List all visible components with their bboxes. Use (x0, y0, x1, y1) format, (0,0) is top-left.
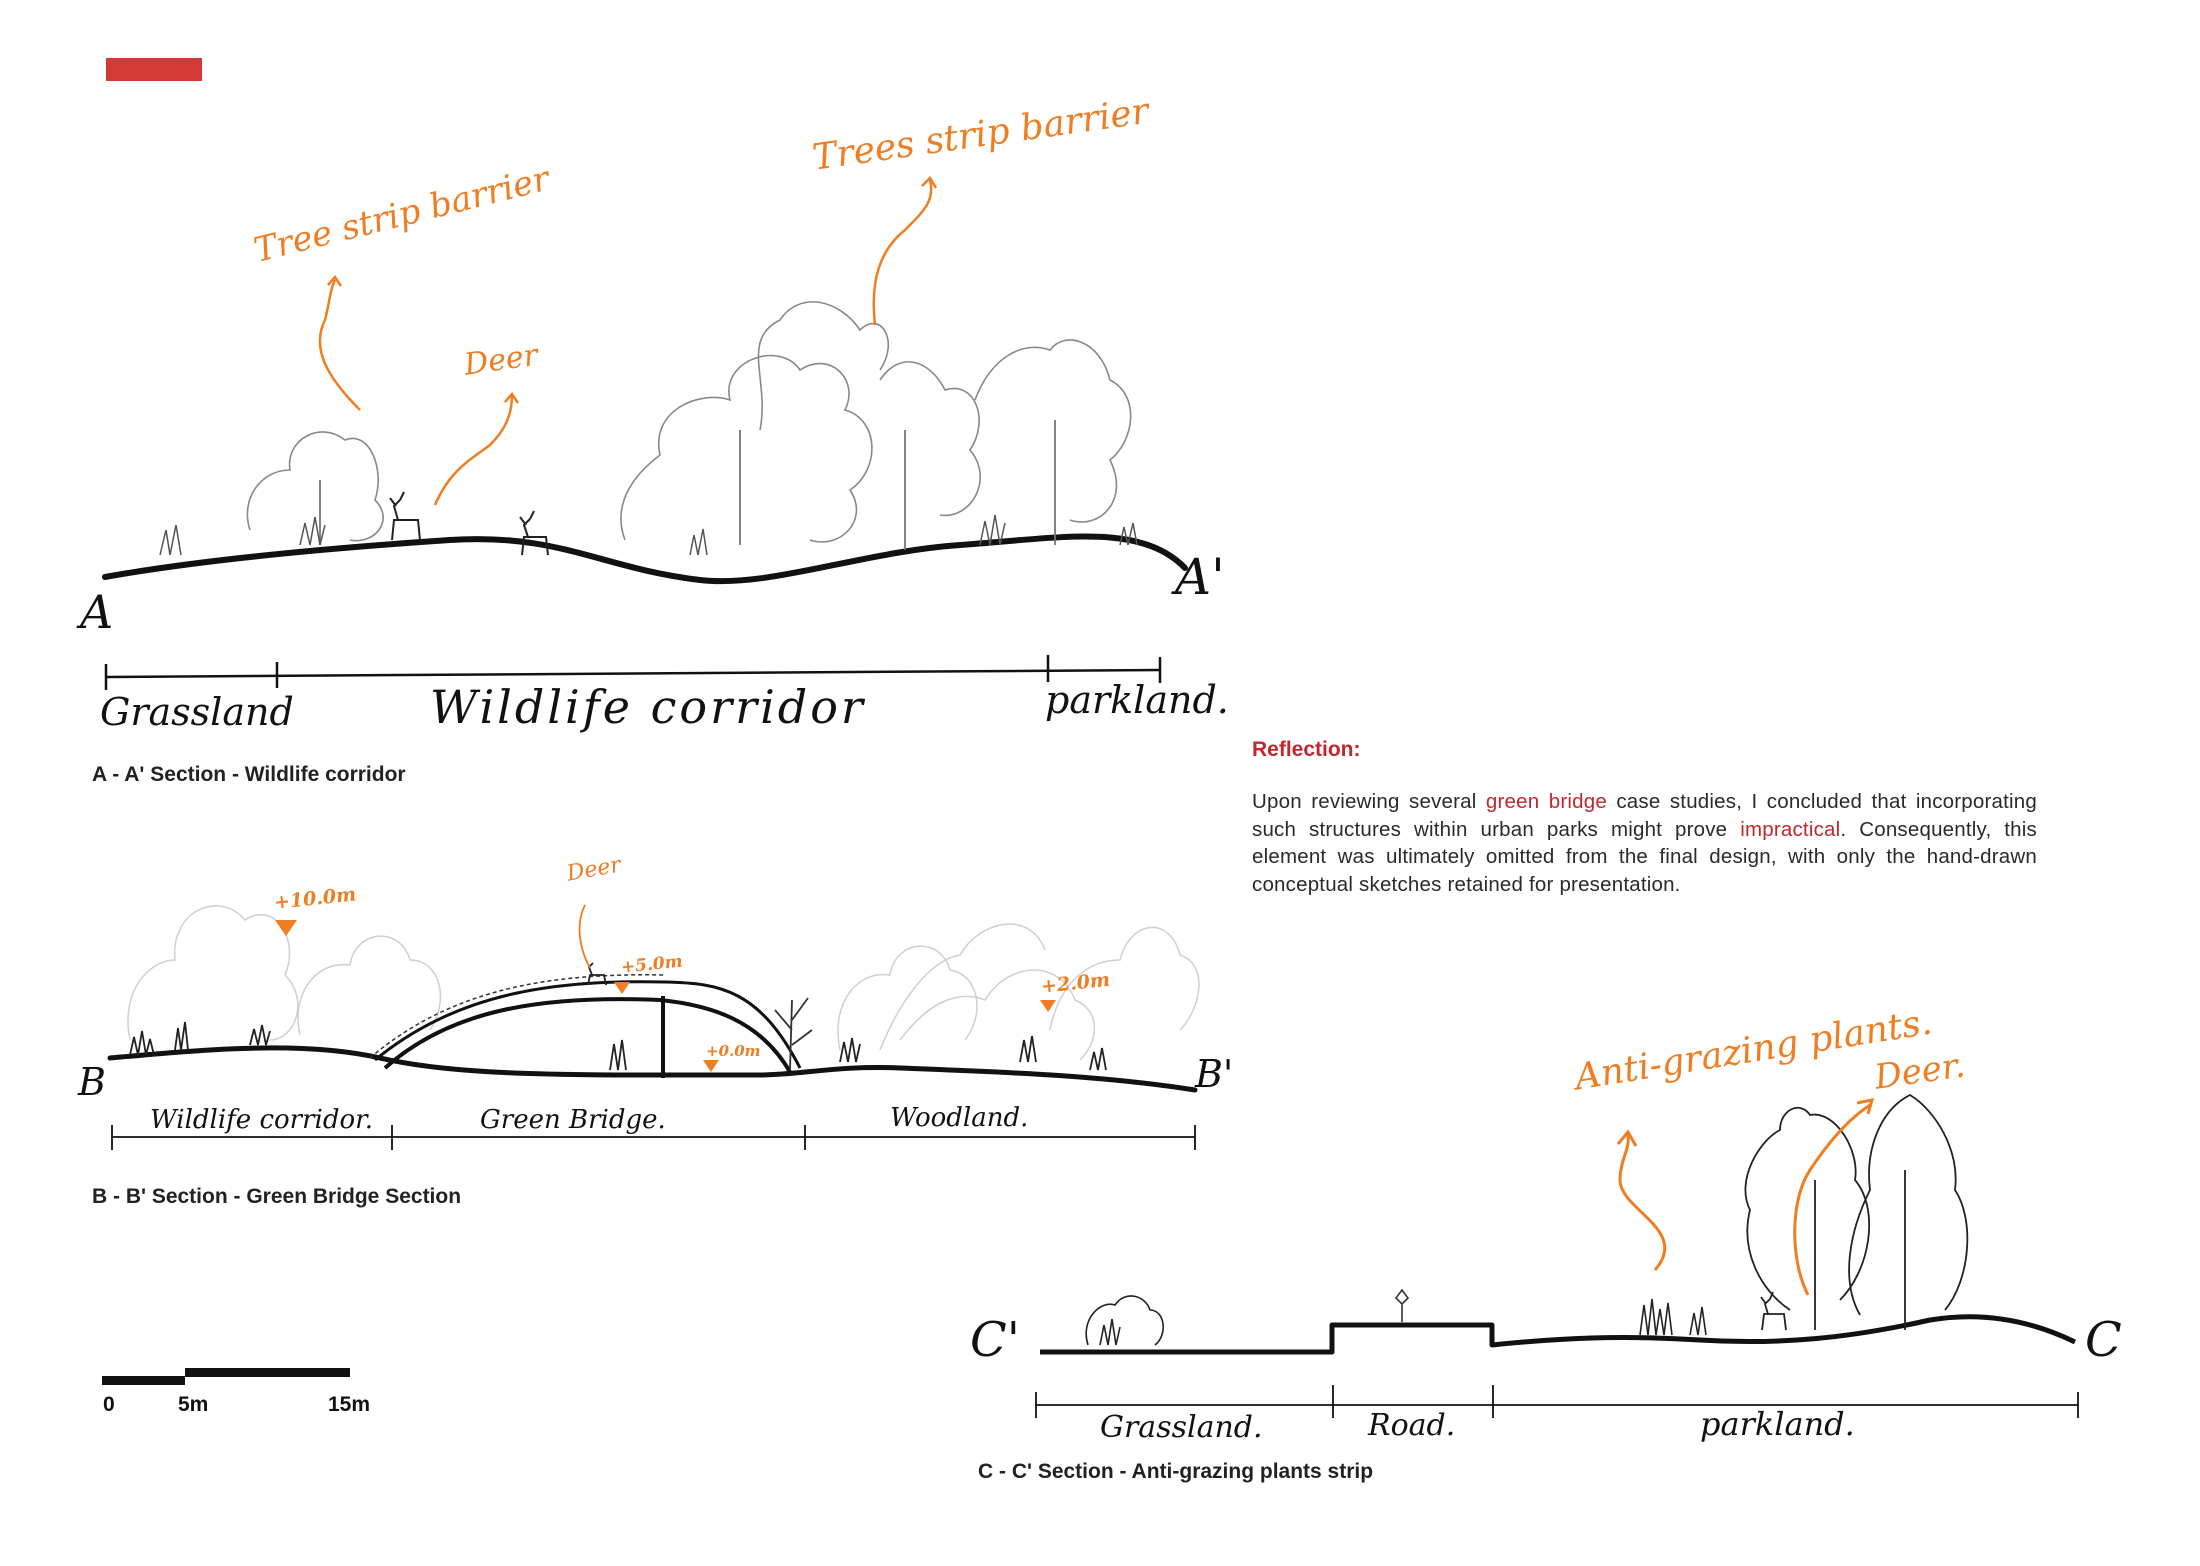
marker-a-prime: A' (1175, 548, 1225, 606)
reflection-text: Upon reviewing several green bridge case… (1252, 788, 2037, 898)
scale-label-0: 0 (103, 1393, 115, 1416)
reflection-highlight-green-bridge: green bridge (1485, 790, 1607, 813)
marker-c-prime: C' (970, 1312, 1020, 1368)
zone-aa-parkland: parkland. (1045, 678, 1229, 722)
zone-aa-wildlife-corridor: Wildlife corridor (430, 680, 866, 734)
section-aa-title: A - A' Section - Wildlife corridor (92, 763, 406, 786)
zone-aa-grassland: Grassland (100, 690, 294, 734)
section-bb-title: B - B' Section - Green Bridge Section (92, 1185, 462, 1208)
reflection-text-part: . Consequently, this element was ultimat… (1252, 817, 2037, 896)
zone-bb-green-bridge: Green Bridge. (480, 1105, 666, 1135)
zone-cc-road: Road. (1368, 1408, 1456, 1443)
marker-c: C (2085, 1312, 2122, 1368)
reflection-heading: Reflection: (1252, 738, 1361, 761)
marker-b-prime: B' (1195, 1052, 1234, 1096)
zone-bb-woodland: Woodland. (890, 1103, 1029, 1133)
scale-label-15m: 15m (328, 1393, 371, 1416)
reflection-text-part: case studies, I concluded that incorpora… (1252, 790, 2037, 841)
marker-a: A (80, 585, 114, 639)
marker-b: B (78, 1060, 106, 1104)
zone-cc-parkland: parkland. (1700, 1405, 1855, 1443)
zone-bb-wildlife-corridor: Wildlife corridor. (150, 1105, 373, 1135)
reflection-highlight-impractical: impractical (1740, 817, 1841, 841)
scale-label-5m: 5m (178, 1393, 209, 1416)
accent-tab (106, 58, 202, 81)
zone-cc-grassland: Grassland. (1100, 1410, 1263, 1445)
level-plus-0: +0.0m (706, 1042, 761, 1060)
section-cc-title: C - C' Section - Anti-grazing plants str… (978, 1460, 1374, 1483)
reflection-text-part: Upon reviewing several (1252, 790, 1486, 813)
